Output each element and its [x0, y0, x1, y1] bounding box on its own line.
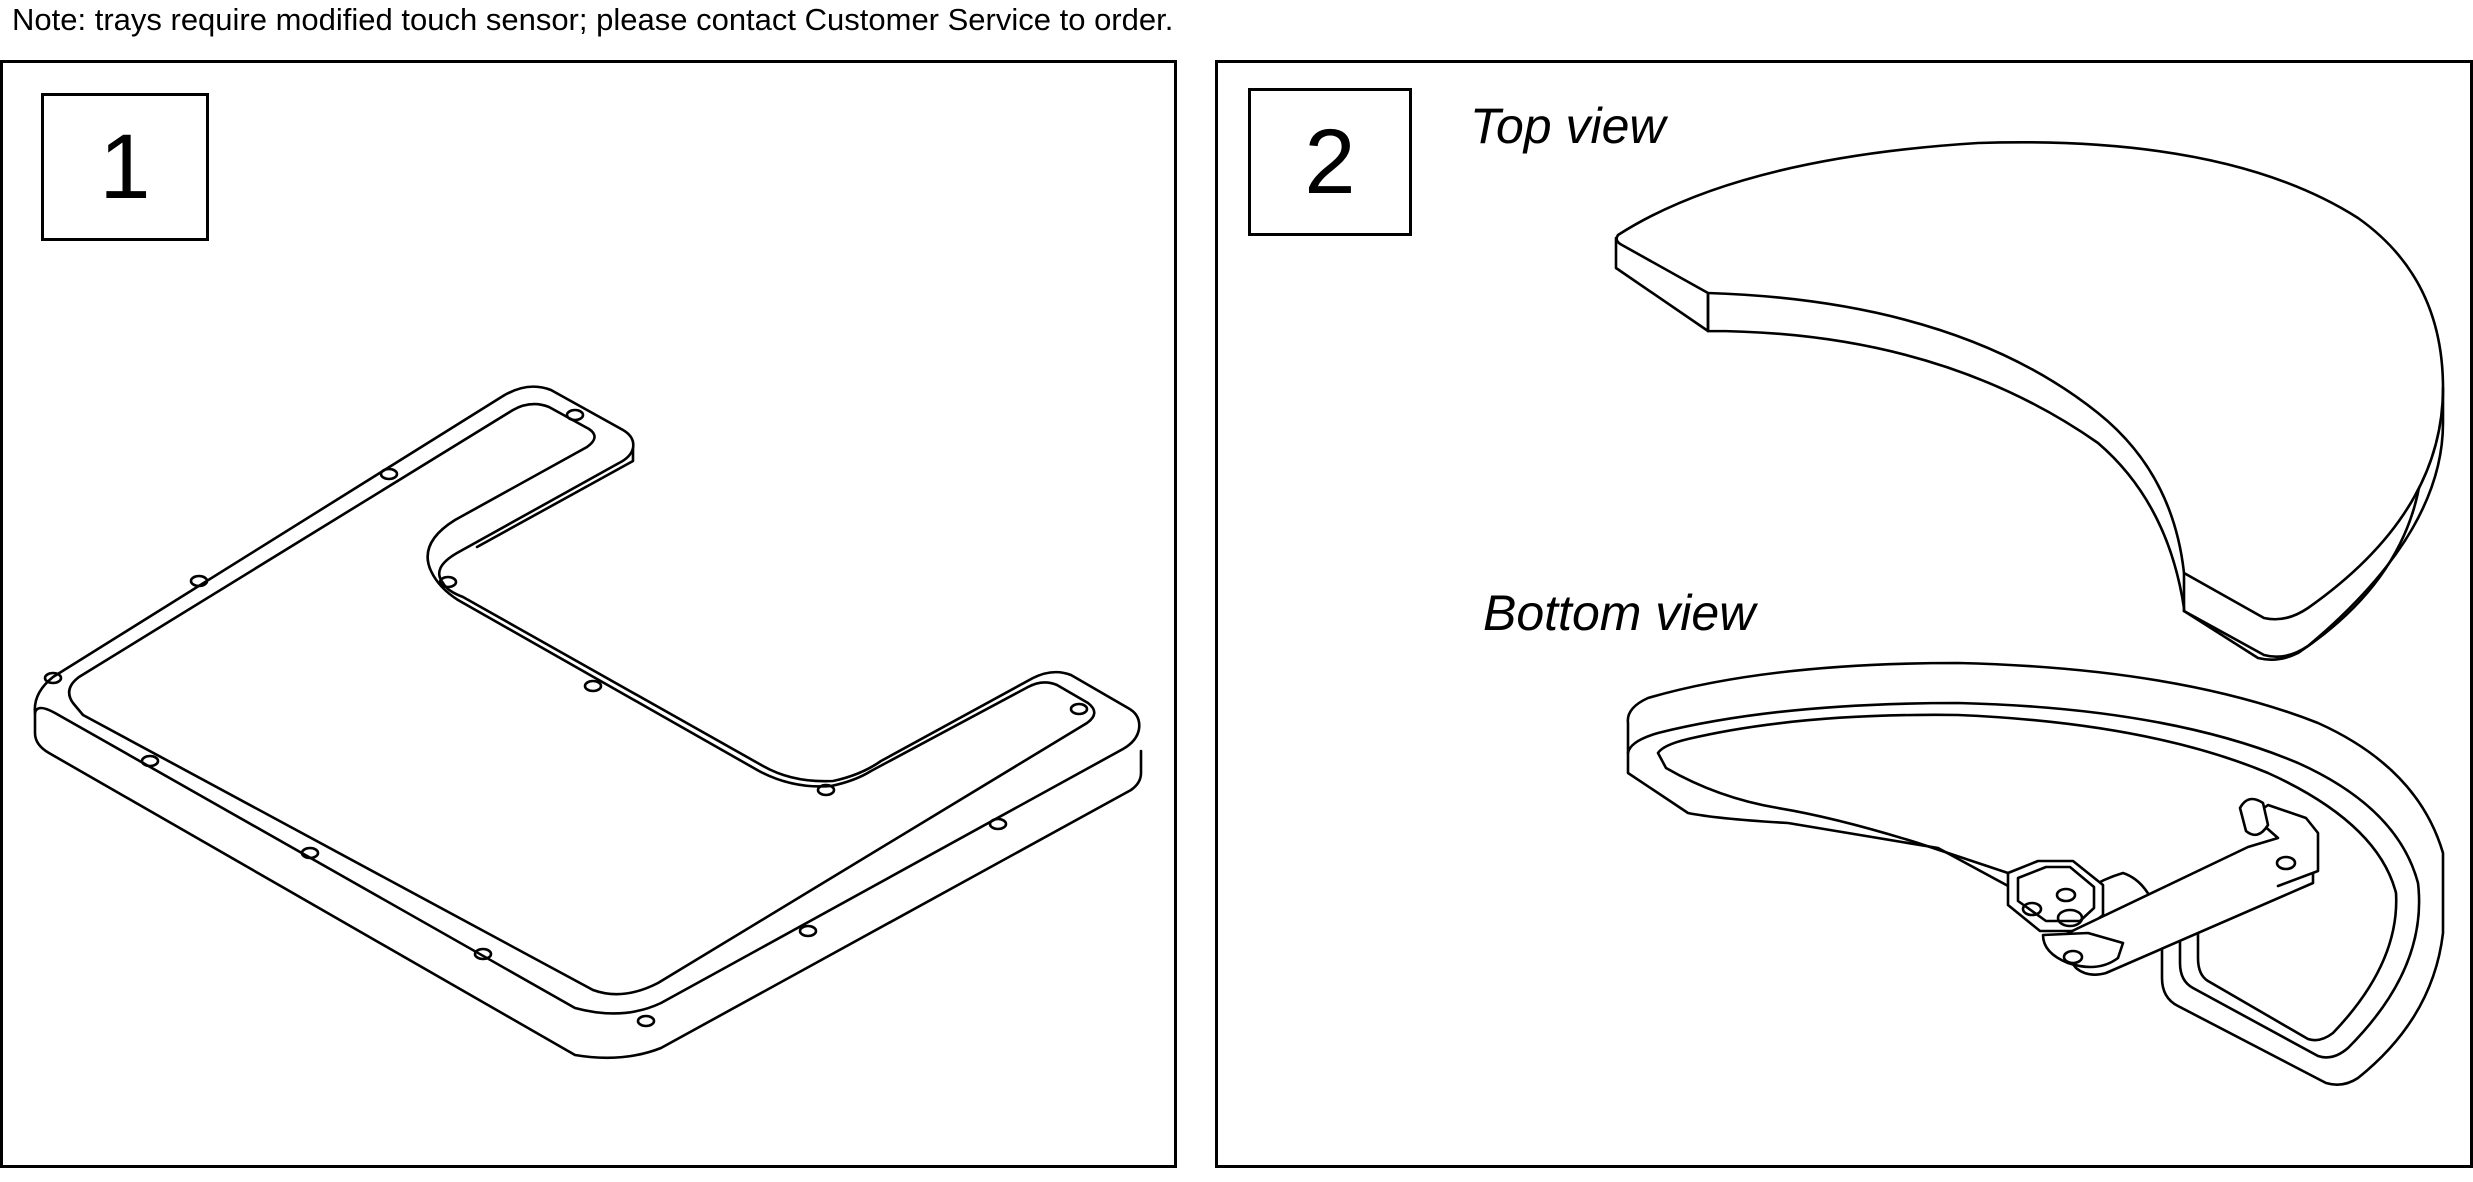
- bottom-view-label: Bottom view: [1483, 585, 1756, 641]
- crescent-tray-drawing: [1614, 141, 2445, 1086]
- u-tray-drawing: [33, 385, 1143, 1060]
- mounting-screw: [2275, 855, 2297, 871]
- top-view-top-face: [1615, 141, 2445, 621]
- u-tray-inner-outline: [67, 402, 1096, 996]
- figure-number-1: 1: [41, 93, 209, 241]
- screw-hole: [1069, 702, 1089, 716]
- screw-hole: [636, 1014, 656, 1028]
- u-tray-outline: [33, 385, 1141, 1015]
- bottom-view-inner-recess: [1656, 713, 2398, 1042]
- mounting-screw: [2062, 949, 2084, 965]
- u-tray-bottom-edge: [33, 711, 1143, 1060]
- screw-hole: [988, 817, 1008, 831]
- screw-hole: [473, 947, 493, 961]
- screw-hole: [379, 467, 399, 481]
- screw-hole: [438, 575, 458, 589]
- mounting-screw: [2055, 887, 2077, 903]
- top-view-label: Top view: [1470, 98, 1666, 154]
- bottom-view-bracket-base-inner: [2016, 865, 2096, 923]
- figure-panel-1: 1: [0, 60, 1177, 1168]
- screw-hole: [816, 783, 836, 797]
- mounting-screw: [2056, 908, 2084, 928]
- crescent-tray-bottom-view: [1626, 661, 2445, 1086]
- screw-hole: [583, 679, 603, 693]
- top-view-outer-side: [2182, 386, 2445, 658]
- screw-hole: [43, 671, 63, 685]
- figure-number-2: 2: [1248, 88, 1412, 236]
- screw-hole: [140, 754, 160, 768]
- screw-hole: [300, 846, 320, 860]
- top-view-side-face: [1614, 236, 2425, 661]
- screw-hole: [565, 408, 585, 422]
- screw-hole: [798, 924, 818, 938]
- crescent-tray-top-view: [1614, 141, 2445, 661]
- figure-panel-2: 2 Top view Bottom view: [1215, 60, 2473, 1168]
- mounting-screw: [2021, 901, 2043, 917]
- screw-hole: [189, 574, 209, 588]
- bottom-view-bracket-tab: [2238, 797, 2270, 837]
- bottom-view-bracket-arm-top: [2066, 803, 2320, 935]
- bottom-view-rim-edge: [1626, 701, 2421, 1059]
- order-note: Note: trays require modified touch senso…: [12, 2, 1174, 37]
